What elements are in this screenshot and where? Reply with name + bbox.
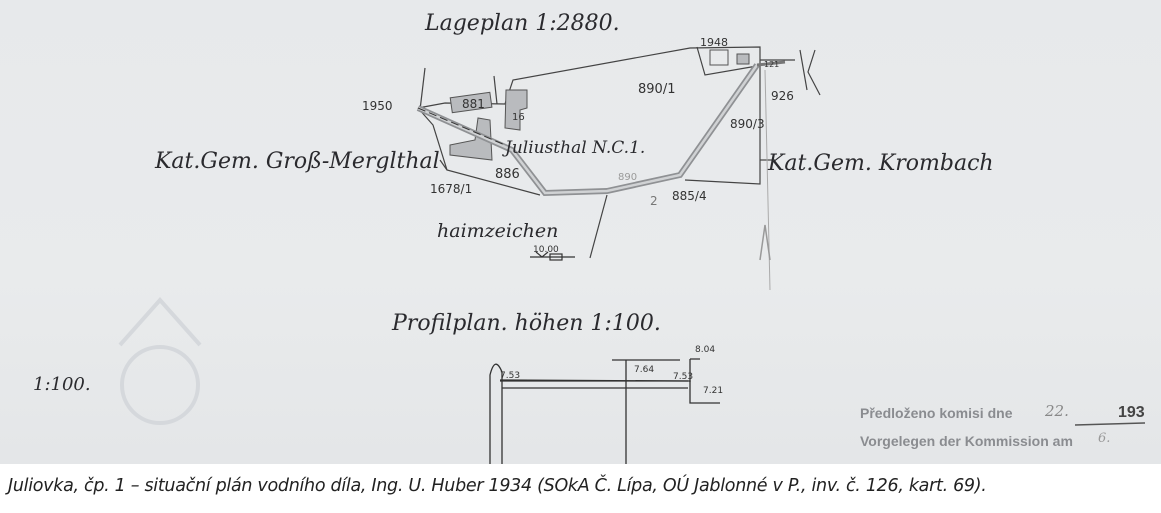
profile-title: Profilplan. höhen 1:100. bbox=[391, 311, 661, 336]
commission-stamp: Předloženo komisi dne Vorgelegen der Kom… bbox=[860, 402, 1146, 449]
parcel-number: 885/4 bbox=[672, 189, 707, 203]
profile-levels: 7.53 7.64 7.53 8.04 7.21 bbox=[500, 345, 723, 396]
stamp-line-1: Předloženo komisi dne bbox=[860, 405, 1013, 421]
parcel-number: 1678/1 bbox=[430, 182, 472, 196]
stamp-line-2: Vorgelegen der Kommission am bbox=[860, 433, 1073, 449]
benchmark-value: 10.00 bbox=[533, 245, 559, 255]
place-label: Juliusthal N.C.1. bbox=[502, 138, 645, 158]
stamp-year: 193 bbox=[1118, 404, 1145, 421]
level-value: 7.53 bbox=[500, 371, 520, 381]
parcel-numbers: 1948 890/1 926 890/3 1950 881 16 886 167… bbox=[362, 36, 794, 208]
canal bbox=[416, 60, 786, 291]
plan-drawing: Lageplan 1:2880. Profilplan. höhen 1:100… bbox=[33, 11, 1146, 464]
stamp-month: 6. bbox=[1098, 431, 1110, 446]
parcel-number: 1950 bbox=[362, 99, 393, 113]
level-value: 7.64 bbox=[634, 365, 654, 375]
parcel-number: 2 bbox=[650, 194, 658, 208]
watermark-logo bbox=[118, 296, 202, 425]
right-district-label: Kat.Gem. Krombach bbox=[767, 151, 994, 176]
parcel-number: 926 bbox=[771, 89, 794, 103]
parcel-number: 881 bbox=[462, 97, 485, 111]
parcel-number: 890 bbox=[618, 172, 637, 183]
buildings bbox=[449, 49, 750, 161]
level-value: 8.04 bbox=[695, 345, 715, 355]
scanned-plan: Lageplan 1:2880. Profilplan. höhen 1:100… bbox=[0, 0, 1161, 464]
parcel-number: 16 bbox=[512, 112, 525, 123]
left-district-label: Kat.Gem. Groß-Merglthal bbox=[154, 149, 440, 174]
benchmark-label: haimzeichen bbox=[437, 220, 558, 242]
benchmark-mark bbox=[530, 251, 575, 261]
parcel-number: 890/3 bbox=[730, 117, 765, 131]
figure-caption: Juliovka, čp. 1 – situační plán vodního … bbox=[8, 476, 987, 496]
parcel-number: 890/1 bbox=[638, 82, 675, 97]
parcel-number: 121 bbox=[764, 60, 779, 69]
level-value: 7.53 bbox=[673, 372, 693, 382]
parcel-number: 886 bbox=[495, 167, 520, 182]
site-plan-title: Lageplan 1:2880. bbox=[424, 11, 620, 36]
profile-scale: 1:100. bbox=[33, 374, 91, 395]
stamp-day: 22. bbox=[1044, 402, 1069, 420]
level-value: 7.21 bbox=[703, 386, 723, 396]
profile-drawing bbox=[489, 358, 720, 464]
parcel-number: 1948 bbox=[700, 36, 728, 49]
